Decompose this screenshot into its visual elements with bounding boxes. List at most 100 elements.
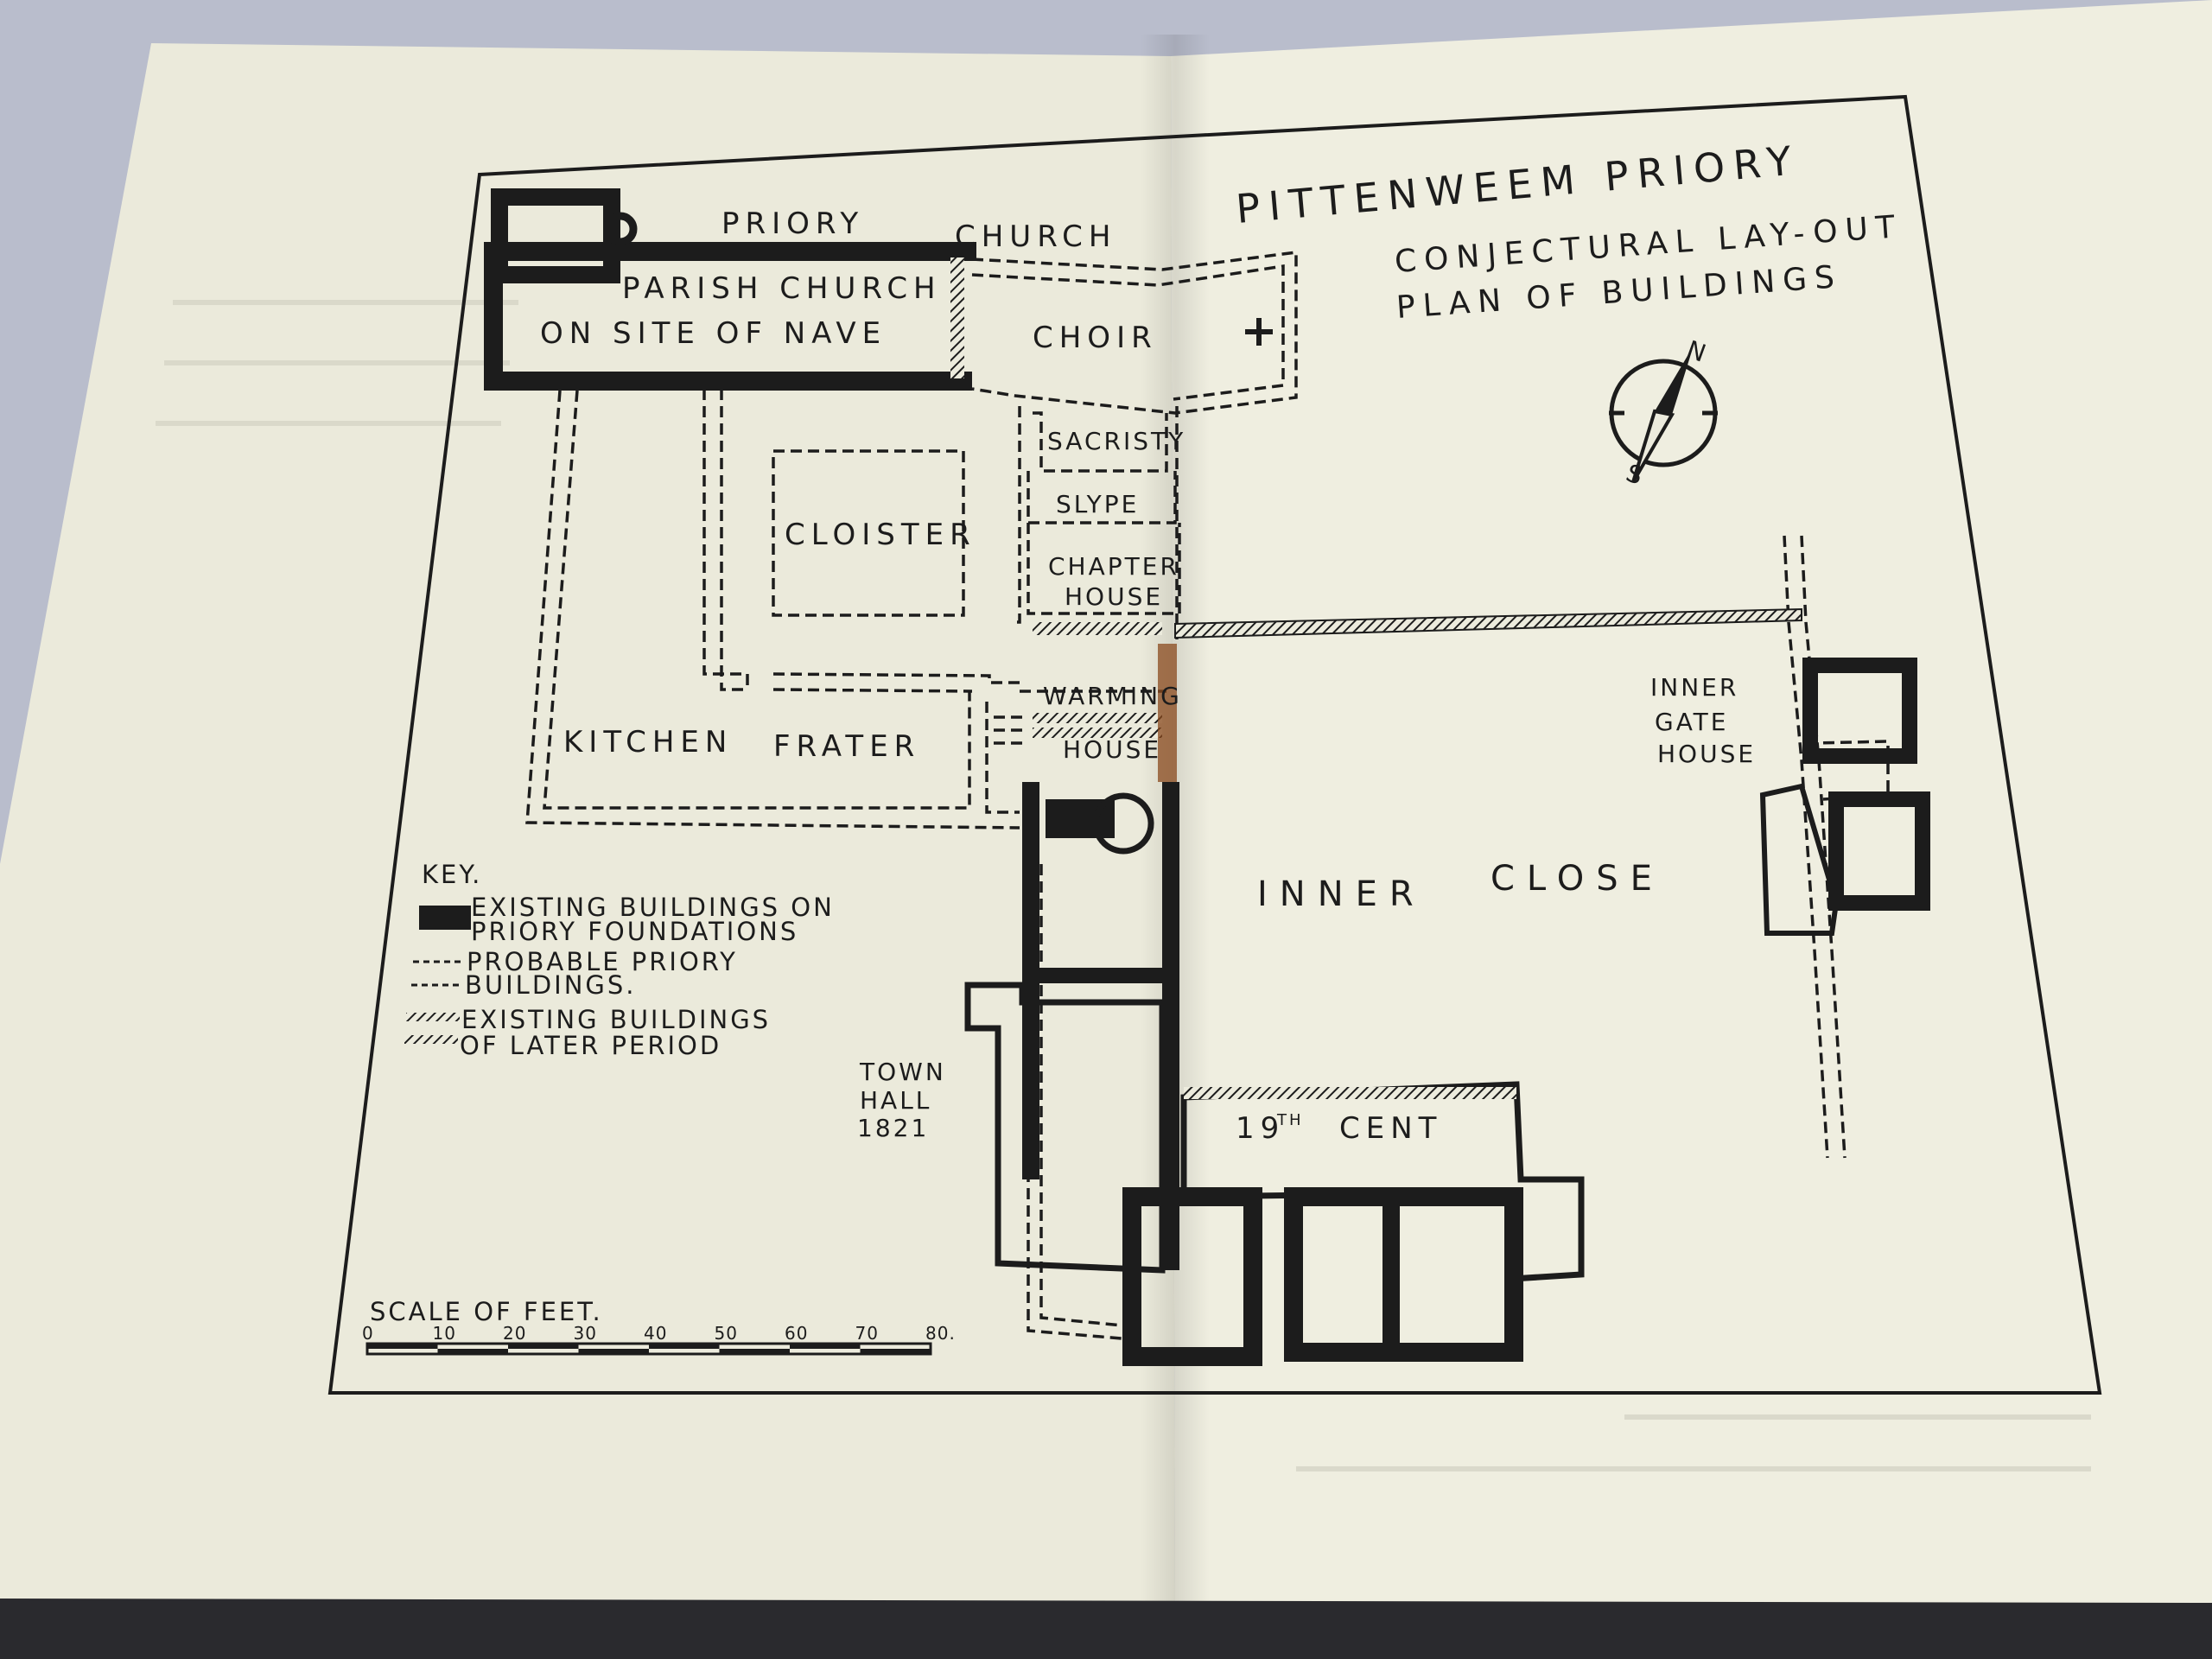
scale-segment [578,1349,649,1354]
key-later-line1: EXISTING BUILDINGS [461,1005,771,1034]
label-inner-gate: INNER [1650,673,1738,702]
church-east-wall-later [950,257,964,378]
scale-tick-label: 50 [715,1323,738,1344]
scale-tick-label: 30 [574,1323,597,1344]
scale-of-feet: SCALE OF FEET. 0 10 20 30 40 50 60 70 80. [362,1297,956,1356]
scale-segment [860,1349,931,1354]
cloister-outline [772,449,965,617]
east-range-outline [1015,406,1021,624]
south-cell-divider [1382,1197,1400,1352]
label-parish-church: PARISH CHURCH [622,271,942,306]
warming-house-hatched [1033,728,1162,738]
book-cover-edge [0,1599,2212,1659]
scale-tick-labels: 0 10 20 30 40 50 60 70 80. [362,1323,956,1344]
scale-bar-segments [367,1344,931,1354]
cloister-walk [772,688,973,693]
scale-title: SCALE OF FEET. [370,1297,603,1326]
building-labels: PRIORY CHURCH PARISH CHURCH ON SITE OF N… [540,207,1756,1146]
map-key: KEY. EXISTING BUILDINGS ON PRIORY FOUNDA… [404,860,835,1060]
cross-wall [1022,968,1169,983]
label-priory: PRIORY [721,207,864,241]
stair-turret [603,212,638,246]
sacristy-outline [1033,411,1168,473]
label-church: CHURCH [955,219,1116,254]
scale-tick-label: 20 [503,1323,526,1344]
key-swatch-later [406,1013,460,1021]
east-range-wall [1162,782,1179,1270]
label-gate: GATE [1655,708,1728,736]
label-close: CLOSE [1491,859,1664,899]
label-warming-house: HOUSE [1063,735,1161,764]
gate-house-south [1828,791,1930,911]
scale-tick-label: 70 [855,1323,879,1344]
west-range-south [1039,864,1133,1328]
label-town: TOWN [859,1058,946,1086]
label-cloister: CLOISTER [785,518,976,552]
label-1821: 1821 [857,1114,929,1142]
scale-segment [437,1349,508,1354]
choir-cross-icon [1245,318,1273,346]
key-swatch-later [404,1035,458,1044]
scale-tick-label: 80. [925,1323,956,1344]
cloister-walk [702,389,749,691]
key-probable-line1: PROBABLE PRIORY [467,947,738,976]
chapter-house-outline [1027,523,1181,615]
key-swatch-existing [419,906,471,930]
key-later-line2: OF LATER PERIOD [460,1031,721,1060]
choir-outline [971,264,1285,401]
label-slype: SLYPE [1056,490,1139,518]
warming-house-hatched [1033,713,1162,723]
scale-tick-label: 60 [785,1323,808,1344]
label-hall: HALL [860,1086,931,1115]
label-on-site-of-nave: ON SITE OF NAVE [540,316,887,351]
label-chapter: CHAPTER [1048,552,1179,581]
glue-stain [1158,644,1177,782]
left-page [0,43,1175,1607]
scale-tick-label: 40 [644,1323,667,1344]
church-north-wall [484,242,976,261]
cloister-walk [720,389,743,691]
later-buildings [1033,607,1802,1099]
warming-house-hatched [1033,622,1162,635]
label-frater: FRATER [773,729,920,764]
label-19th-sup: TH [1276,1111,1304,1129]
label-kitchen: KITCHEN [563,725,733,760]
key-existing-line2: PRIORY FOUNDATIONS [471,917,798,946]
compass-needle-south [1631,409,1675,483]
nineteenth-century-range [1180,1081,1585,1282]
choir-outline [971,251,1298,415]
scale-tick-label: 10 [433,1323,456,1344]
cloister-walk [772,672,1020,684]
label-choir: CHOIR [1033,321,1158,355]
key-probable-line2: BUILDINGS. [465,970,637,1000]
west-range [525,390,1020,830]
compass-needle-north [1655,346,1694,415]
label-chapter-house: HOUSE [1065,582,1163,611]
key-heading: KEY. [422,860,482,889]
scale-segment [790,1344,861,1349]
label-gate-house: HOUSE [1657,740,1756,768]
show-through-text [156,300,2091,1471]
west-range [543,390,971,810]
scale-segment [719,1349,790,1354]
label-inner: INNER [1257,874,1426,914]
scale-tick-label: 0 [362,1323,374,1344]
gate-house-outer [1759,783,1840,936]
scale-segment [649,1344,720,1349]
label-19th: 19 [1236,1111,1285,1146]
map-frame [327,94,2102,1395]
scale-segment [508,1344,579,1349]
label-cent: CENT [1339,1111,1442,1146]
frater-east [985,702,1020,814]
church-south-wall [484,372,972,391]
parish-church [484,188,976,391]
town-hall-outline [964,982,1166,1274]
key-existing-line1: EXISTING BUILDINGS ON [471,893,835,922]
label-sacristy: SACRISTY [1047,427,1185,455]
spiral-stair [1092,792,1154,855]
label-warming: WARMING [1043,682,1182,710]
gate-road [1783,535,1829,1159]
compass-rose: N S [1609,335,1718,492]
nineteenth-century-hatched [1184,1087,1516,1099]
